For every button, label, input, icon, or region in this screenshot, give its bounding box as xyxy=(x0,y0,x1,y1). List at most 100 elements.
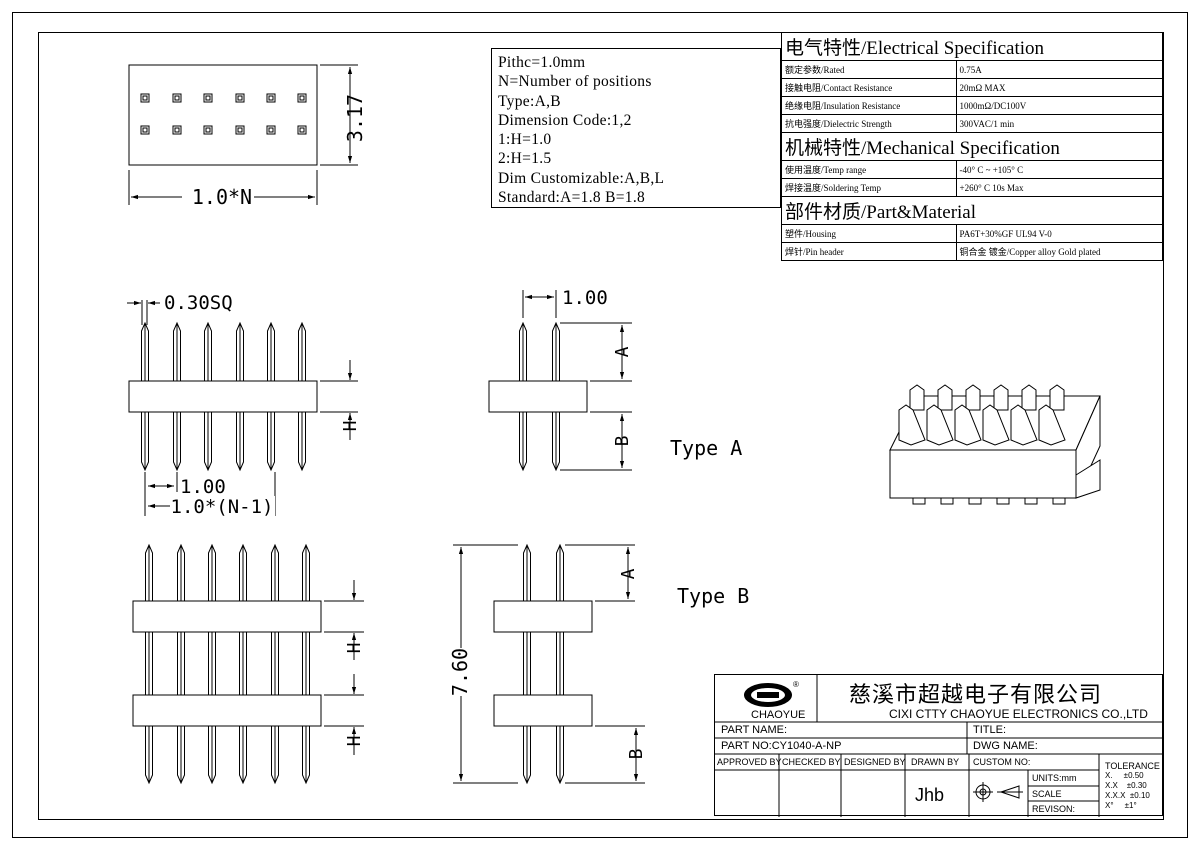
dim-7-60: 7.60 xyxy=(448,648,472,696)
outer-frame xyxy=(12,12,1188,838)
custom-no-label: CUSTOM NO: xyxy=(973,757,1031,767)
mechanical-title: 机械特性/Mechanical Specification xyxy=(781,132,1163,161)
logo-text: CHAOYUE xyxy=(751,709,806,721)
pin-square-inner xyxy=(205,95,211,101)
type-b-front-view xyxy=(132,543,364,785)
note-line: Standard:A=1.8 B=1.8 xyxy=(498,189,646,207)
pin-square-inner xyxy=(174,127,180,133)
pin-square-inner xyxy=(268,127,274,133)
dim-3-17: 3.17 xyxy=(343,94,367,142)
revision-label: REVISON: xyxy=(1032,804,1076,814)
dim-h-b-bottom: H xyxy=(344,736,365,747)
type-a-front-view xyxy=(127,300,358,516)
part-no: PART NO:CY1040-A-NP xyxy=(721,740,842,752)
tolerance-row: X.X ±0.30 xyxy=(1105,781,1147,790)
note-line: 1:H=1.0 xyxy=(498,131,552,149)
pin-square xyxy=(140,125,150,135)
pin-square-inner xyxy=(174,95,180,101)
title-label: TITLE: xyxy=(973,724,1007,736)
top-view-housing xyxy=(128,64,318,166)
type-b-housing-top xyxy=(132,600,322,633)
type-b-housing-bottom xyxy=(132,694,322,727)
note-line: Pithc=1.0mm xyxy=(498,54,586,71)
svg-text:®: ® xyxy=(793,680,799,689)
iso-pin-front xyxy=(898,404,926,446)
top-view-pin-squares xyxy=(140,93,307,135)
type-b-label: Type B xyxy=(677,584,749,608)
pin-square xyxy=(235,125,245,135)
spec-name: 焊针/Pin header xyxy=(781,242,957,261)
iso-pin-front xyxy=(926,404,954,446)
scale-label: SCALE xyxy=(1032,789,1062,799)
pin-square xyxy=(172,125,182,135)
dim-0-30sq: 0.30SQ xyxy=(164,292,233,314)
note-line: Dimension Code:1,2 xyxy=(498,111,632,129)
dim-a-typea: A xyxy=(612,346,633,357)
company-logo: ® xyxy=(744,680,799,707)
tolerance-title: TOLERANCE xyxy=(1105,761,1160,771)
iso-side-bottom xyxy=(1075,459,1101,499)
iso-pin-front xyxy=(954,404,982,446)
note-line: N=Number of positions xyxy=(498,73,652,91)
pin-square-inner xyxy=(205,127,211,133)
iso-pin-back xyxy=(1021,384,1037,411)
pin-square-inner xyxy=(237,127,243,133)
iso-pin-bottom xyxy=(968,497,982,505)
iso-pin-bottom xyxy=(1052,497,1066,505)
note-line: Type:A,B xyxy=(498,92,561,110)
note-line: 2:H=1.5 xyxy=(498,150,552,168)
checked-by-label: CHECKED BY xyxy=(782,757,841,767)
iso-pin-back xyxy=(965,384,981,411)
iso-pin-back xyxy=(1049,384,1065,411)
units-label: UNITS:mm xyxy=(1032,773,1077,783)
pin-square xyxy=(172,93,182,103)
note-line: Dim Customizable:A,B,L xyxy=(498,169,665,187)
title-block-lines xyxy=(715,675,1164,817)
dim-a-typeb: A xyxy=(618,568,639,579)
approved-by-label: APPROVED BY xyxy=(717,757,782,767)
type-a-label: Type A xyxy=(670,436,742,460)
pin-square xyxy=(297,93,307,103)
pin-square-inner xyxy=(237,95,243,101)
top-view xyxy=(128,64,358,205)
type-b-side-view xyxy=(453,543,645,785)
iso-pin-front xyxy=(982,404,1010,446)
pin-square xyxy=(266,93,276,103)
dim-side-pitch: 1.00 xyxy=(562,287,608,309)
dim-1-0-n: 1.0*N xyxy=(192,185,252,209)
type-b-side-housing-top xyxy=(493,600,593,633)
notes-box: Pithc=1.0mm N=Number of positions Type:A… xyxy=(491,48,781,208)
drawer-name: Jhb xyxy=(915,785,945,805)
pin-square-inner xyxy=(299,127,305,133)
dim-h-b-top: H xyxy=(344,643,365,654)
iso-pin-back xyxy=(937,384,953,411)
pin-square-inner xyxy=(142,95,148,101)
dim-1-00-pitch: 1.00 xyxy=(180,476,226,498)
iso-pin-bottom xyxy=(996,497,1010,505)
title-block: ® CHAOYUE 慈溪市超越电子有限公司 CIXI CTTY CHAOYUE … xyxy=(714,674,1164,817)
pin-square xyxy=(297,125,307,135)
inner-frame xyxy=(38,32,1164,820)
iso-pin-back xyxy=(909,384,925,411)
pin-square-inner xyxy=(142,127,148,133)
spec-value: 铜合金 镀金/Copper alloy Gold plated xyxy=(955,242,1164,261)
dwg-name-label: DWG NAME: xyxy=(973,740,1038,752)
pin-square-inner xyxy=(299,95,305,101)
pin-square xyxy=(235,93,245,103)
type-a-side-housing xyxy=(488,380,588,413)
type-b-side-housing-bottom xyxy=(493,694,593,727)
type-a-side-view xyxy=(488,290,632,472)
iso-pin-front xyxy=(1038,404,1066,446)
part-name-label: PART NAME: xyxy=(721,724,788,736)
iso-pin-front xyxy=(1010,404,1038,446)
type-a-housing xyxy=(128,380,318,413)
tolerance-row: X. ±0.50 xyxy=(1105,771,1144,780)
dim-span: 1.0*(N-1) xyxy=(171,496,274,518)
iso-pin-bottom xyxy=(940,497,954,505)
tolerance-row: X.X.X ±0.10 xyxy=(1105,791,1150,800)
projection-symbol-icon xyxy=(973,782,1023,802)
designed-by-label: DESIGNED BY xyxy=(844,757,906,767)
dim-b-typeb: B xyxy=(626,749,647,760)
spec-table: 电气特性/Electrical Specification 额定参数/Rated… xyxy=(781,32,1164,261)
